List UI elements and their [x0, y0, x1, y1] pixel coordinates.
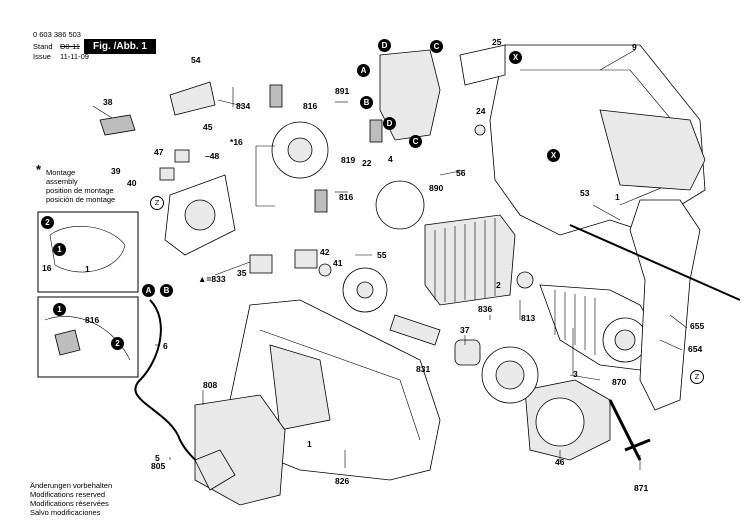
part-label-9: 9	[632, 42, 637, 52]
part-label-38: 38	[103, 97, 113, 107]
montage-note-4: posición de montage	[46, 195, 116, 204]
part-label-25: 25	[492, 37, 502, 47]
montage-note-1: Montage	[46, 168, 76, 177]
part-label-819: 819	[341, 155, 356, 165]
inset-step-1: 1	[53, 243, 66, 256]
part-label-39: 39	[111, 166, 121, 176]
part-label-890: 890	[429, 183, 444, 193]
part-label-655: 655	[690, 321, 705, 331]
part-label-56: 56	[456, 168, 466, 178]
part-label-831: 831	[416, 364, 431, 374]
inset-step-2: 2	[41, 216, 54, 229]
callout-b: B	[360, 96, 373, 109]
part-label-833: ▲=833	[198, 274, 226, 284]
part-label-805: 805	[151, 461, 166, 471]
part-label-37: 37	[460, 325, 470, 335]
part-label-53: 53	[580, 188, 590, 198]
callout-x-top: X	[509, 51, 522, 64]
part-label-45: 45	[203, 122, 213, 132]
issue-value: 11-11-09	[60, 52, 89, 61]
part-label-47: 47	[154, 147, 164, 157]
part-label-22: 22	[362, 158, 372, 168]
part-label-1-bottom: 1	[307, 439, 312, 449]
callout-x-mid: X	[547, 149, 560, 162]
footer-note-2: Modifications reserved	[30, 490, 106, 499]
part-label-891: 891	[335, 86, 350, 96]
part-label-826: 826	[335, 476, 350, 486]
callout-d-mid: D	[383, 117, 396, 130]
part-label-654: 654	[688, 344, 703, 354]
footer-note-4: Salvo modificaciones	[30, 508, 101, 517]
footer-note-1: Änderungen vorbehalten	[30, 481, 113, 490]
part-label-808: 808	[203, 380, 218, 390]
part-label-1-top: 1	[615, 192, 620, 202]
figure-label: Fig. /Abb. 1	[84, 39, 156, 54]
part-label-42: 42	[320, 247, 330, 257]
part-label-35: 35	[237, 268, 247, 278]
stand-value: D0-11	[60, 42, 80, 51]
part-label-48: –48	[205, 151, 220, 161]
part-number: 0 603 386 503	[33, 30, 81, 39]
callout-d-top: D	[378, 39, 391, 52]
part-label-816-inset: 816	[85, 315, 100, 325]
montage-note-2: assembly	[46, 177, 78, 186]
asterisk-mark: *	[230, 137, 234, 147]
callout-c-top: C	[430, 40, 443, 53]
part-label-16: *16	[230, 137, 243, 147]
inset-step-2-lower: 2	[111, 337, 124, 350]
part-label-834: 834	[236, 101, 251, 111]
part-label-54: 54	[191, 55, 201, 65]
part-label-41: 41	[333, 258, 343, 268]
part-label-836: 836	[478, 304, 493, 314]
part-label-55: 55	[377, 250, 387, 260]
inset-step-1-lower: 1	[53, 303, 66, 316]
switch-cover	[194, 394, 286, 506]
footer-note-3: Modifications réservées	[30, 499, 109, 508]
issue-label: Issue	[33, 52, 51, 61]
callout-a-top: A	[357, 64, 370, 77]
part-label-816-top: 816	[303, 101, 318, 111]
field-stator	[424, 214, 516, 306]
callout-z-left: Z	[150, 196, 164, 210]
part-label-2: 2	[496, 280, 501, 290]
part-label-46: 46	[555, 457, 565, 467]
part-label-4: 4	[388, 154, 393, 164]
callout-b-cable: B	[160, 284, 173, 297]
montage-note-3: position de montage	[46, 186, 114, 195]
part-label-816-mid: 816	[339, 192, 354, 202]
part-label-24: 24	[476, 106, 486, 116]
asterisk-mark: *	[36, 162, 42, 177]
part-label-1-inset: 1	[85, 264, 90, 274]
part-label-6: 6	[163, 341, 168, 351]
part-label-16-inset: 16	[42, 263, 52, 273]
part-label-871: 871	[634, 483, 649, 493]
part-label-40: 40	[127, 178, 137, 188]
stand-label: Stand	[33, 42, 53, 51]
part-label-870: 870	[612, 377, 627, 387]
part-label-5: 5	[155, 453, 160, 463]
part-label-3: 3	[573, 369, 578, 379]
callout-z-right: Z	[690, 370, 704, 384]
callout-c-mid: C	[409, 135, 422, 148]
callout-a-cable: A	[142, 284, 155, 297]
switch	[379, 49, 441, 141]
part-label-813: 813	[521, 313, 536, 323]
